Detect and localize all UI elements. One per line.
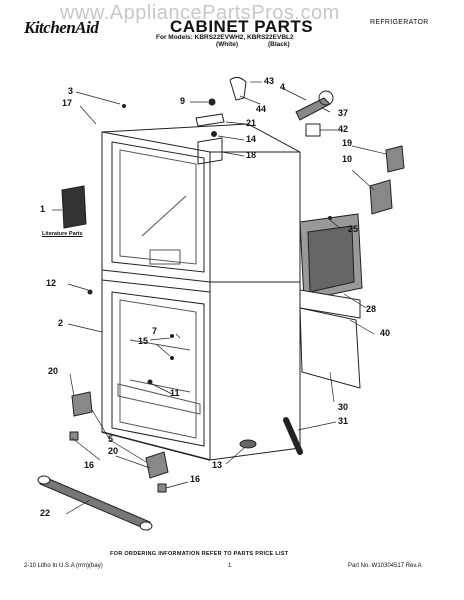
callout-4: 4 <box>280 82 286 92</box>
callout-7: 7 <box>152 326 158 336</box>
callout-9: 9 <box>180 96 186 106</box>
roller-left <box>71 391 93 417</box>
page-title: CABINET PARTS <box>170 17 314 36</box>
callout-40: 40 <box>380 328 391 338</box>
callout-19: 19 <box>342 138 353 148</box>
callout-12: 12 <box>46 278 57 288</box>
litho-info: 2-10 Litho In U.S.A (rrm)(bay) <box>24 563 103 569</box>
callout-43: 43 <box>264 76 275 86</box>
handle-bracket <box>229 76 247 101</box>
callout-20a: 20 <box>48 366 59 376</box>
callout-44: 44 <box>256 104 267 114</box>
callout-2: 2 <box>58 318 64 328</box>
callout-14: 14 <box>246 134 257 144</box>
callout-21: 21 <box>246 118 257 128</box>
callout-18: 18 <box>246 150 257 160</box>
screw-12 <box>87 289 93 295</box>
screw-9 <box>208 98 216 106</box>
callout-13: 13 <box>212 460 223 470</box>
page-number: 1 <box>228 563 232 569</box>
callout-16a: 16 <box>84 460 95 470</box>
callout-5: 5 <box>108 434 114 444</box>
top-hinge <box>197 137 223 165</box>
leveling-foot-13 <box>239 439 257 449</box>
callout-1: 1 <box>40 204 46 214</box>
toe-grille-40 <box>299 289 361 319</box>
rod-37 <box>295 97 331 121</box>
callout-10: 10 <box>342 154 353 164</box>
callout-3: 3 <box>68 86 74 96</box>
screw-7 <box>170 334 174 338</box>
part-42 <box>305 123 321 137</box>
callout-37: 37 <box>338 108 349 118</box>
screw-15 <box>170 356 174 360</box>
callout-16b: 16 <box>190 474 201 484</box>
screw-14 <box>211 131 217 137</box>
screw-3 <box>122 104 126 108</box>
model-numbers: For Models: KBRS22EVWH2, KBRS22EVBL2 <box>156 34 294 41</box>
ordering-info: FOR ORDERING INFORMATION REFER TO PARTS … <box>110 551 289 557</box>
watermark: www.AppliancePartsPros.com <box>60 2 340 24</box>
callout-25: 25 <box>348 224 359 234</box>
callout-30: 30 <box>338 402 349 412</box>
brand-logo: KitchenAid <box>24 18 99 37</box>
roller-right <box>145 451 169 479</box>
part-16b <box>157 483 167 493</box>
literature-booklet <box>61 185 87 229</box>
variant-black: (Black) <box>268 41 290 48</box>
callout-17: 17 <box>62 98 73 108</box>
door-stop-19 <box>385 145 405 173</box>
part-16a <box>69 431 79 441</box>
callout-11: 11 <box>170 388 180 398</box>
literature-parts-label: Literature Parts <box>42 231 83 237</box>
base-grille-22 <box>39 475 151 531</box>
variant-white: (White) <box>216 41 239 48</box>
callout-31: 31 <box>338 416 349 426</box>
wrench-31 <box>283 417 303 455</box>
callout-28: 28 <box>366 304 377 314</box>
callout-42: 42 <box>338 124 349 134</box>
callout-15: 15 <box>138 336 149 346</box>
screw-11 <box>147 379 153 385</box>
door-stop-10 <box>369 179 393 215</box>
hinge-cover <box>195 113 225 127</box>
screw-25 <box>328 216 332 220</box>
cabinet-shell <box>101 123 301 461</box>
callout-20b: 20 <box>108 446 119 456</box>
callout-22: 22 <box>40 508 51 518</box>
kickplate-30 <box>299 307 361 389</box>
part-number: Part No. W10304517 Rev.A <box>348 563 422 569</box>
category-label: REFRIGERATOR <box>370 19 429 26</box>
